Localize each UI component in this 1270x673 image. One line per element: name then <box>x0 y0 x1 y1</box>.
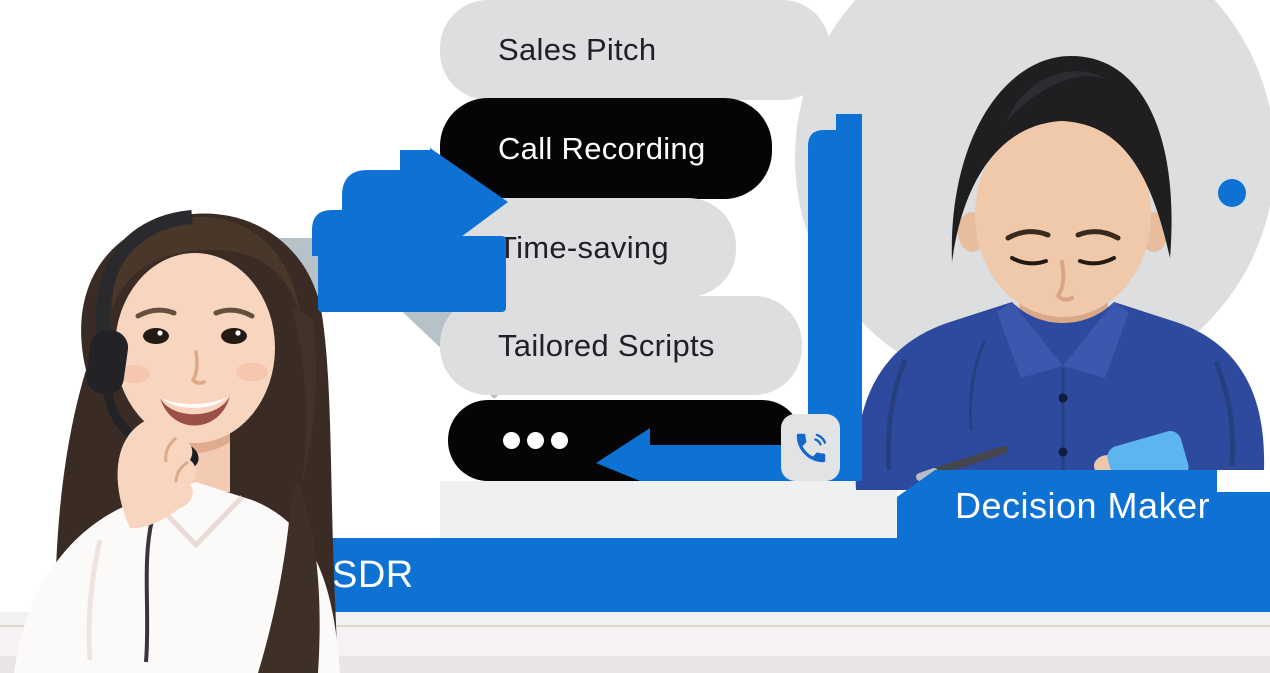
decision-maker-label: Decision Maker <box>955 485 1211 526</box>
background-band <box>440 481 897 538</box>
typing-dot <box>503 432 520 449</box>
bubble-label: Time-saving <box>498 229 669 265</box>
sdr-banner: SDR <box>272 538 1270 612</box>
banner-notch <box>1217 470 1270 492</box>
bubble-label: Sales Pitch <box>498 32 657 67</box>
decision-maker-photo <box>855 55 1265 493</box>
phone-call-icon <box>796 433 826 462</box>
sdr-photo <box>14 210 340 673</box>
phone-call-card <box>781 414 840 481</box>
bubble-call-recording: Call Recording <box>440 98 772 199</box>
sdr-label: SDR <box>332 553 414 596</box>
bubble-label: Tailored Scripts <box>498 327 715 363</box>
blue-dot <box>1218 179 1246 207</box>
typing-dot <box>527 432 544 449</box>
bubble-sales-pitch: Sales Pitch <box>440 0 830 100</box>
arrow-right-icon <box>312 148 508 312</box>
bubble-label: Call Recording <box>498 130 706 166</box>
typing-dot <box>551 432 568 449</box>
bubble-tailored-scripts: Tailored Scripts <box>440 296 802 395</box>
